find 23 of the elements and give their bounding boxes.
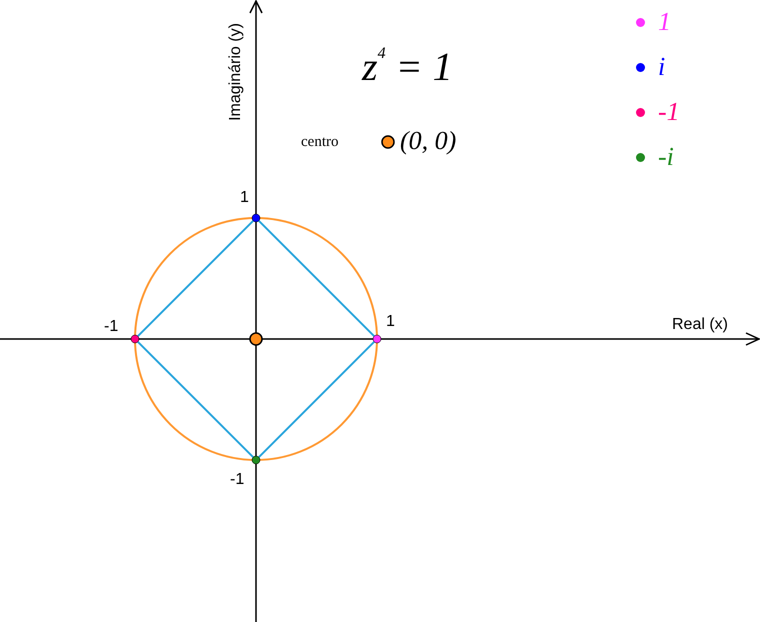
legend-label: -i [658,142,674,172]
polygon-side [137,341,254,458]
point-dot [249,332,263,346]
point-dot [252,456,260,464]
polygon-side [258,341,375,458]
point-dot [130,334,140,344]
tick-label: 1 [240,189,249,207]
point-dot [372,334,382,344]
axis-title: Imaginário (y) [227,22,245,123]
tick-label: -1 [104,318,118,336]
axis-title: Real (x) [672,316,728,334]
equation-title: z$^{4}$ = 1 [362,43,453,91]
legend-label: 1 [658,7,671,37]
polygon-side [258,220,375,337]
coordinate-label: (0, 0) [400,126,456,156]
tick-label: -1 [230,471,244,489]
legend-label: i [658,52,666,82]
tick-label: 1 [386,313,395,331]
center-label: centro [301,133,338,151]
point-dot [252,214,260,222]
point-dot [381,135,395,149]
polygon-side [137,220,254,337]
legend-label: -1 [658,97,680,127]
